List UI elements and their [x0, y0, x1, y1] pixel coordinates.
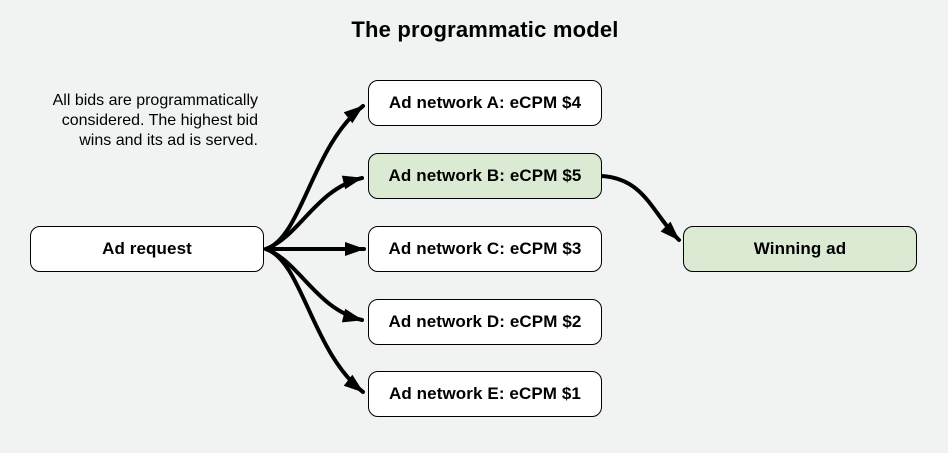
node-label: Ad network A: eCPM $4: [388, 93, 582, 112]
node-ad-network-b: Ad network B: eCPM $5: [368, 153, 602, 199]
node-label: Winning ad: [753, 239, 847, 258]
arrow-ad-request-to-network-e: [264, 247, 365, 394]
arrow-network-b-to-winning-ad: [600, 174, 681, 242]
node-label: Ad network C: eCPM $3: [388, 239, 582, 258]
node-label: Ad network E: eCPM $1: [389, 384, 581, 403]
node-label: Ad request: [102, 239, 192, 258]
description-line: considered. The highest bid: [61, 112, 258, 129]
node-label: Ad network B: eCPM $5: [388, 166, 582, 185]
description-line: All bids are programmatically: [52, 92, 258, 109]
node-ad-request: Ad request: [30, 226, 264, 272]
node-ad-network-a: Ad network A: eCPM $4: [368, 80, 602, 126]
arrow-ad-request-to-network-d: [264, 247, 364, 323]
description-line: wins and its ad is served.: [79, 132, 258, 149]
description-text: All bids are programmatically considered…: [8, 91, 258, 151]
arrow-ad-request-to-network-b: [264, 175, 364, 251]
node-ad-network-d: Ad network D: eCPM $2: [368, 299, 602, 345]
node-ad-network-c: Ad network C: eCPM $3: [368, 226, 602, 272]
diagram-title: The programmatic model: [351, 17, 619, 42]
node-label: Ad network D: eCPM $2: [388, 312, 582, 331]
node-ad-network-e: Ad network E: eCPM $1: [368, 371, 602, 417]
arrow-ad-request-to-network-a: [264, 104, 365, 251]
node-winning-ad: Winning ad: [683, 226, 917, 272]
